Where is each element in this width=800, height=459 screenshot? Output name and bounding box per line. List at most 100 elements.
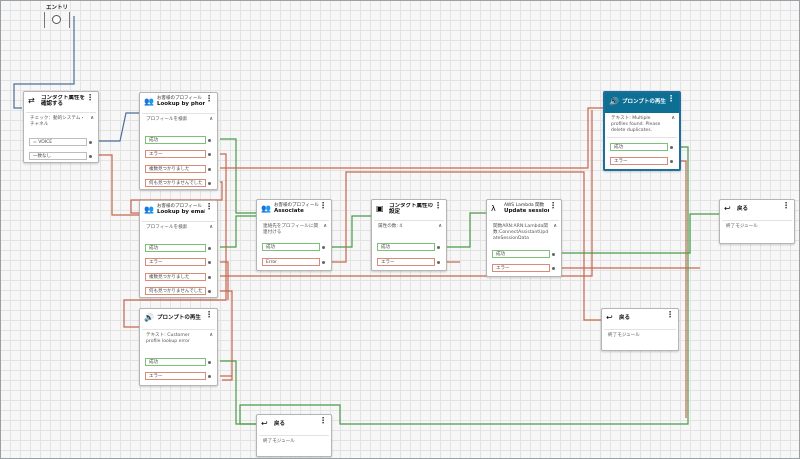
block-lookup-by-phone[interactable]: 👥 お客様のプロフィール Lookup by phone n... ⋮ プロフィ… — [139, 92, 218, 190]
block-set-contact-attributes[interactable]: ▣ コンタクト属性の設定 ⋮ 属性の数: 4 ∧ 成功 エラー — [371, 199, 447, 271]
phone-multiple-connector — [220, 108, 604, 168]
more-menu-icon[interactable]: ⋮ — [667, 95, 675, 103]
port-none-found[interactable]: 何も見つかりませんでした — [145, 179, 206, 187]
block-description: 関数ARN:ARN:Lambda関数:ConnectAssistantUpdat… — [487, 221, 561, 245]
speaker-icon: 🔊 — [144, 313, 154, 322]
port-error[interactable]: エラー — [610, 157, 668, 165]
return-icon: ↩ — [724, 204, 731, 213]
port-error[interactable]: エラー — [145, 372, 206, 380]
port-label: 何も見つかりませんでした — [149, 181, 203, 186]
return-icon: ↩ — [261, 419, 268, 428]
collapse-icon[interactable]: ∧ — [553, 223, 557, 229]
block-return-bottom[interactable]: ↩ 戻る ⋮ 終了モジュール — [256, 414, 332, 457]
port-success[interactable]: 成功 — [145, 136, 206, 144]
port-success[interactable]: 成功 — [610, 143, 668, 151]
lambda-icon: λ — [491, 204, 496, 213]
prompt-error-success-connector — [220, 361, 256, 424]
port-success[interactable]: 成功 — [492, 250, 550, 258]
collapse-icon[interactable]: ∧ — [209, 332, 213, 338]
block-description: 終了モジュール — [257, 436, 331, 448]
more-menu-icon[interactable]: ⋮ — [205, 311, 213, 319]
more-menu-icon[interactable]: ⋮ — [666, 311, 674, 319]
collapse-icon[interactable]: ∧ — [438, 223, 442, 229]
block-title: Lookup by phone n... — [157, 101, 205, 107]
block-description: テキスト: Customer profile lookup error ∧ — [140, 330, 217, 348]
block-return-right[interactable]: ↩ 戻る ⋮ 終了モジュール — [719, 199, 795, 244]
port-none-found[interactable]: 何も見つかりませんでした — [145, 287, 206, 295]
port-label: エラー — [149, 152, 163, 157]
nomatch-connector — [98, 155, 139, 215]
entry-pin-icon[interactable] — [52, 15, 61, 24]
branch-icon: ⇄ — [28, 96, 35, 105]
collapse-icon[interactable]: ∧ — [671, 115, 675, 121]
block-description: テキスト: Multiple profiles found. Please de… — [605, 113, 679, 137]
port-success[interactable]: 成功 — [377, 243, 435, 251]
prompt-top-success-connector — [240, 147, 688, 424]
port-error[interactable]: Error — [262, 258, 320, 266]
block-aws-lambda[interactable]: λ AWS Lambda 関数 Update session data... ⋮… — [486, 199, 562, 277]
block-description: 終了モジュール — [720, 221, 794, 233]
port-error[interactable]: エラー — [145, 150, 206, 158]
port-multiple-found[interactable]: 複数見つかりました — [145, 273, 206, 281]
block-header: λ AWS Lambda 関数 Update session data... ⋮ — [487, 200, 561, 220]
phone-success-connector — [220, 139, 257, 213]
attributes-icon: ▣ — [376, 204, 384, 213]
block-return-middle[interactable]: ↩ 戻る ⋮ 終了モジュール — [601, 308, 679, 351]
collapse-icon[interactable]: ∧ — [90, 115, 94, 121]
port-label: 成功 — [266, 245, 275, 250]
port-label: エラー — [614, 159, 628, 164]
block-associate-profile[interactable]: 👥 お客様のプロフィール Associate ⋮ 連絡先をプロフィールに関連付け… — [256, 199, 332, 271]
setattr-success-connector — [447, 213, 486, 247]
block-title: 戻る — [619, 312, 666, 321]
prompt-top-error-connector — [681, 161, 686, 418]
port-no-match[interactable]: 一致なし — [29, 152, 87, 160]
description-text: テキスト: Multiple profiles found. Please de… — [611, 116, 660, 133]
description-text: 連絡先をプロフィールに関連付ける — [263, 224, 318, 235]
block-header: 🔊 プロンプトの再生 ⋮ — [140, 309, 217, 329]
port-label: 成功 — [614, 145, 623, 150]
block-header: ↩ 戻る ⋮ — [602, 309, 678, 329]
port-label: エラー — [149, 374, 163, 379]
port-multiple-found[interactable]: 複数見つかりました — [145, 165, 206, 173]
more-menu-icon[interactable]: ⋮ — [86, 94, 94, 102]
port-label: 成功 — [381, 245, 390, 250]
more-menu-icon[interactable]: ⋮ — [782, 202, 790, 210]
more-menu-icon[interactable]: ⋮ — [319, 417, 327, 425]
block-title: コンタクト属性の設定 — [389, 203, 434, 215]
collapse-icon[interactable]: ∧ — [323, 223, 327, 229]
port-error[interactable]: エラー — [377, 258, 435, 266]
voice-connector — [98, 113, 139, 141]
block-title: Associate — [274, 208, 319, 214]
block-description: プロフィールを検索 ∧ — [140, 114, 217, 126]
description-text: 関数ARN:ARN:Lambda関数:ConnectAssistantUpdat… — [493, 224, 548, 241]
entry-point[interactable]: エントリ — [42, 3, 72, 29]
port-success[interactable]: 成功 — [145, 358, 206, 366]
block-lookup-by-email[interactable]: 👥 お客様のプロフィール Lookup by email ⋮ プロフィールを検索… — [139, 200, 218, 298]
entry-label: エントリ — [42, 3, 72, 11]
more-menu-icon[interactable]: ⋮ — [205, 95, 213, 103]
port-label: エラー — [496, 266, 510, 271]
block-header: 🔊 プロンプトの再生 ⋮ — [605, 93, 679, 113]
port-error[interactable]: エラー — [492, 264, 550, 272]
description-text: 属性の数: 4 — [378, 224, 402, 229]
more-menu-icon[interactable]: ⋮ — [549, 202, 557, 210]
port-error[interactable]: エラー — [145, 258, 206, 266]
port-success[interactable]: 成功 — [262, 243, 320, 251]
block-check-contact-attributes[interactable]: ⇄ コンタクト属性を確認する ⋮ チェック：動的システム・チャネル ∧ = VO… — [23, 91, 99, 163]
port-voice[interactable]: = VOICE — [29, 138, 87, 146]
block-description: 属性の数: 4 ∧ — [372, 221, 446, 233]
more-menu-icon[interactable]: ⋮ — [434, 202, 442, 210]
port-label: 何も見つかりませんでした — [149, 289, 203, 294]
block-play-prompt-multiple[interactable]: 🔊 プロンプトの再生 ⋮ テキスト: Multiple profiles fou… — [603, 91, 681, 171]
block-play-prompt-error[interactable]: 🔊 プロンプトの再生 ⋮ テキスト: Customer profile look… — [139, 308, 218, 386]
more-menu-icon[interactable]: ⋮ — [205, 203, 213, 211]
block-title: Update session data... — [504, 208, 549, 214]
block-title: Lookup by email — [157, 209, 205, 215]
collapse-icon[interactable]: ∧ — [209, 224, 213, 230]
more-menu-icon[interactable]: ⋮ — [319, 202, 327, 210]
collapse-icon[interactable]: ∧ — [209, 116, 213, 122]
port-success[interactable]: 成功 — [145, 244, 206, 252]
customer-profile-icon: 👥 — [144, 205, 154, 214]
block-header: 👥 お客様のプロフィール Lookup by email ⋮ — [140, 201, 217, 221]
